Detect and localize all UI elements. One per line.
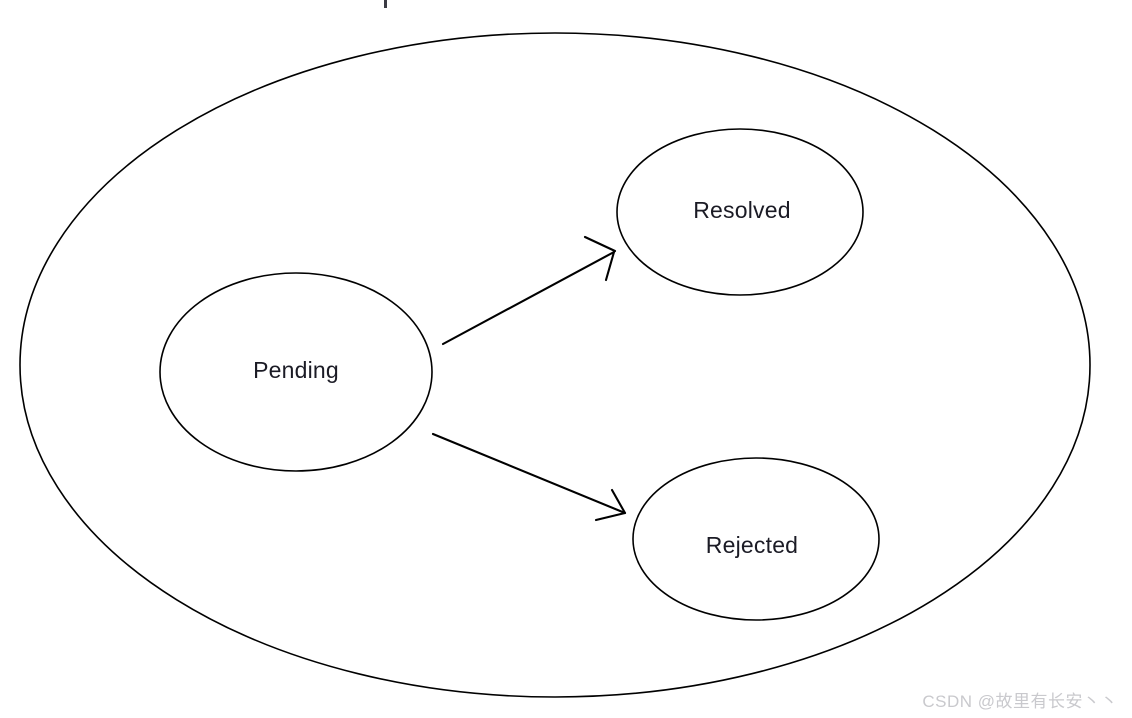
edge-pending-to-rejected-arrowhead [594,488,627,522]
node-resolved[interactable]: Resolved [616,128,864,296]
cropped-text-fragment [384,0,387,8]
node-pending[interactable]: Pending [159,272,433,472]
outer-container-ellipse [19,32,1091,698]
pending-label: Pending [253,357,339,383]
csdn-watermark: CSDN @故里有长安丶丶 [922,692,1118,711]
rejected-label: Rejected [706,532,798,558]
edge-pending-to-resolved [441,235,617,346]
rejected-ellipse [632,457,880,621]
edge-pending-to-rejected [431,432,627,522]
edge-pending-to-resolved-arrowhead [583,235,617,282]
resolved-ellipse [616,128,864,296]
edge-pending-to-rejected-line [431,432,627,515]
pending-ellipse [159,272,433,472]
edge-pending-to-resolved-line [441,250,616,346]
resolved-label: Resolved [693,197,791,223]
node-rejected[interactable]: Rejected [632,457,880,621]
